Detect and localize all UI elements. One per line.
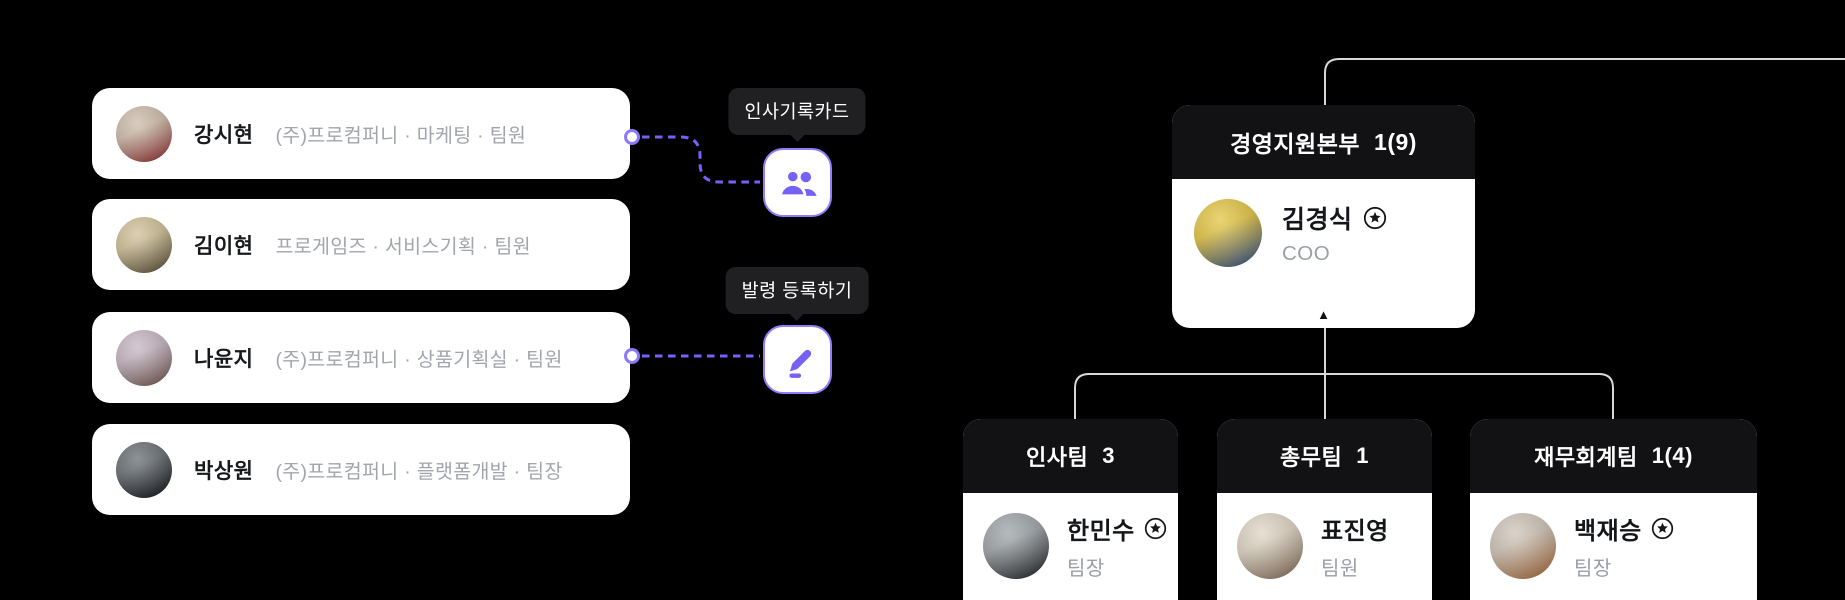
leader-star-icon bbox=[1144, 517, 1167, 540]
edit-pen-icon bbox=[788, 349, 811, 378]
org-node-header: 재무회계팀 1(4) bbox=[1470, 419, 1757, 493]
avatar bbox=[1490, 513, 1556, 579]
avatar bbox=[1194, 199, 1262, 267]
department-name: 인사팀 bbox=[1026, 445, 1089, 470]
org-wire-branch bbox=[1074, 373, 1614, 419]
org-node-header: 인사팀 3 bbox=[963, 419, 1178, 493]
member-role: COO bbox=[1282, 242, 1331, 265]
avatar bbox=[116, 329, 172, 386]
department-name: 총무팀 bbox=[1280, 445, 1343, 470]
tooltip-register-appointment: 발령 등록하기 bbox=[725, 267, 869, 314]
person-card-1[interactable]: 강시현 (주)프로컴퍼니 · 마케팅 · 팀원 bbox=[92, 88, 630, 179]
org-node-team-hr[interactable]: 인사팀 3 한민수 팀장 bbox=[963, 419, 1178, 600]
member-role: 팀장 bbox=[1067, 558, 1105, 580]
hr-record-card-button[interactable] bbox=[763, 148, 832, 217]
org-node-root[interactable]: 경영지원본부 1(9) 김경식 COO ▲ bbox=[1172, 105, 1475, 328]
person-card-2[interactable]: 김이현 프로게임즈 · 서비스기획 · 팀원 bbox=[92, 199, 630, 290]
person-name: 박상원 bbox=[194, 459, 254, 483]
department-name: 재무회계팀 bbox=[1534, 445, 1638, 470]
person-affiliation: 프로게임즈 · 서비스기획 · 팀원 bbox=[275, 236, 531, 258]
member-count: 1(4) bbox=[1651, 443, 1693, 468]
member-name: 백재승 bbox=[1574, 518, 1642, 545]
leader-star-icon bbox=[1651, 517, 1674, 540]
avatar bbox=[116, 216, 172, 273]
member-name: 김경식 bbox=[1282, 206, 1353, 234]
org-node-header: 경영지원본부 1(9) bbox=[1172, 105, 1475, 179]
member-name: 표진영 bbox=[1321, 518, 1389, 545]
avatar bbox=[116, 105, 172, 162]
collapse-toggle-icon[interactable]: ▲ bbox=[1317, 307, 1330, 322]
org-node-team-finance[interactable]: 재무회계팀 1(4) 백재승 팀장 bbox=[1470, 419, 1757, 600]
person-affiliation: (주)프로컴퍼니 · 플랫폼개발 · 팀장 bbox=[275, 461, 563, 483]
person-name: 강시현 bbox=[194, 123, 254, 147]
tooltip-hr-record-card: 인사기록카드 bbox=[728, 88, 866, 135]
member-role: 팀원 bbox=[1321, 558, 1359, 580]
member-name: 한민수 bbox=[1067, 518, 1135, 545]
leader-star-icon bbox=[1363, 206, 1387, 230]
member-role: 팀장 bbox=[1574, 558, 1612, 580]
org-node-team-general-affairs[interactable]: 총무팀 1 표진영 팀원 bbox=[1217, 419, 1432, 600]
dashed-wire-hr-card bbox=[642, 135, 760, 184]
member-count: 3 bbox=[1102, 443, 1115, 468]
person-name: 김이현 bbox=[194, 234, 254, 258]
wire-endpoint-dot bbox=[624, 129, 640, 145]
org-wire-top bbox=[1324, 58, 1845, 106]
register-appointment-button[interactable] bbox=[763, 325, 832, 394]
avatar bbox=[983, 513, 1049, 579]
person-card-4[interactable]: 박상원 (주)프로컴퍼니 · 플랫폼개발 · 팀장 bbox=[92, 424, 630, 515]
avatar bbox=[1237, 513, 1303, 579]
person-affiliation: (주)프로컴퍼니 · 상품기획실 · 팀원 bbox=[275, 349, 563, 371]
person-name: 나윤지 bbox=[194, 347, 254, 371]
person-affiliation: (주)프로컴퍼니 · 마케팅 · 팀원 bbox=[275, 125, 527, 147]
org-node-header: 총무팀 1 bbox=[1217, 419, 1432, 493]
wire-endpoint-dot bbox=[624, 348, 640, 364]
person-card-3[interactable]: 나윤지 (주)프로컴퍼니 · 상품기획실 · 팀원 bbox=[92, 312, 630, 403]
people-icon bbox=[778, 168, 817, 197]
department-name: 경영지원본부 bbox=[1230, 131, 1361, 157]
member-count: 1(9) bbox=[1374, 128, 1417, 155]
avatar bbox=[116, 441, 172, 498]
member-count: 1 bbox=[1356, 443, 1369, 468]
